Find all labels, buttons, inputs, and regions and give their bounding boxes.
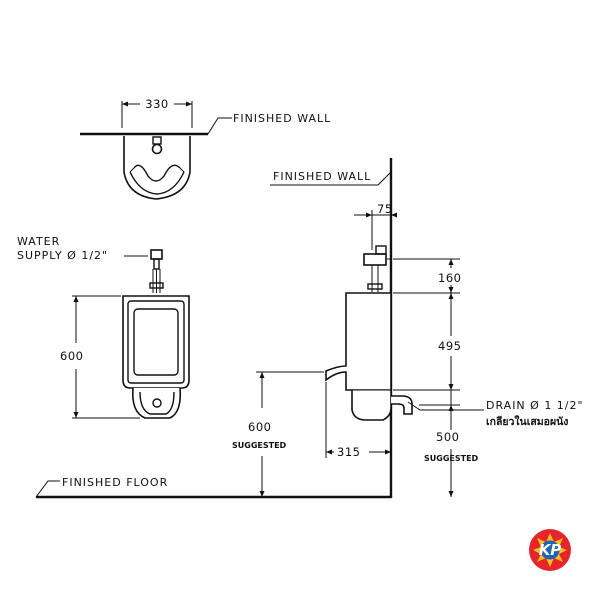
dim-drain-height: 500 bbox=[436, 430, 459, 444]
label-finished-floor: FINISHED FLOOR bbox=[62, 476, 168, 489]
logo-text: KP bbox=[539, 541, 562, 559]
label-finished-wall-top: FINISHED WALL bbox=[233, 112, 331, 125]
water-supply-valve bbox=[150, 249, 163, 260]
label-suggested-right: SUGGESTED bbox=[424, 454, 479, 463]
kp-logo: KP bbox=[529, 529, 571, 571]
label-water-supply-line2: SUPPLY Ø 1/2" bbox=[17, 249, 108, 262]
urinal-side-body bbox=[325, 292, 392, 391]
label-drain: DRAIN Ø 1 1/2" bbox=[486, 399, 584, 412]
top-view: 330 FINISHED WALL bbox=[80, 97, 331, 200]
flush-valve-side bbox=[363, 253, 387, 266]
dim-side-floor-height: 600 bbox=[248, 420, 271, 434]
dim-side-top: 160 bbox=[438, 271, 461, 285]
dim-side-body: 495 bbox=[438, 339, 461, 353]
label-finished-wall-side: FINISHED WALL bbox=[273, 170, 371, 183]
logo-core bbox=[540, 540, 560, 560]
label-drain-thai: เกลียวในเสมอผนัง bbox=[486, 414, 568, 428]
dim-side-depth: 315 bbox=[337, 445, 360, 459]
side-view: FINISHED WALL 75 bbox=[232, 158, 584, 498]
label-suggested-left: SUGGESTED bbox=[232, 441, 287, 450]
finished-floor: FINISHED FLOOR bbox=[35, 476, 391, 499]
label-water-supply-line1: WATER bbox=[17, 235, 60, 248]
front-view: WATER SUPPLY Ø 1/2" 600 bbox=[17, 235, 190, 419]
dim-side-offset: 75 bbox=[377, 202, 393, 216]
dim-top-width: 330 bbox=[145, 97, 168, 111]
urinal-front-body bbox=[122, 295, 190, 389]
dim-front-height: 600 bbox=[60, 349, 83, 363]
